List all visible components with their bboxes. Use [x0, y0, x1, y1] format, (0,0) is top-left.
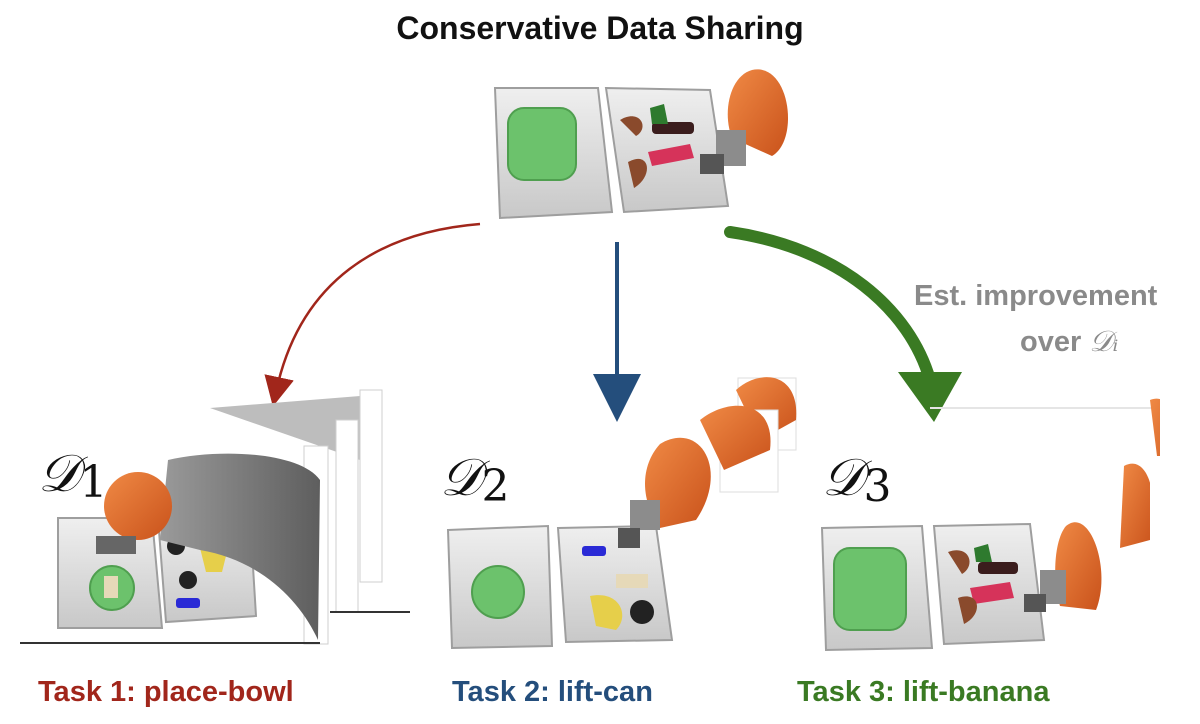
- improvement-note-prefix: over: [1020, 326, 1090, 358]
- dataset-2-index: 2: [481, 461, 510, 512]
- dataset-3-index: 3: [863, 461, 892, 512]
- arrow-to-task1: [264, 222, 481, 407]
- dataset-1-index: 1: [79, 457, 108, 508]
- green-plate: [507, 107, 577, 181]
- task-1-label: Task 1: place-bowl: [38, 676, 294, 708]
- dataset-1-label: 𝒟1: [38, 448, 108, 505]
- dataset-2-label: 𝒟2: [440, 452, 510, 509]
- task1-scene-image: [20, 389, 410, 645]
- shared-scene-image: [493, 69, 789, 220]
- task-2-label: Task 2: lift-can: [452, 676, 653, 708]
- improvement-note-line1: Est. improvement: [914, 280, 1158, 312]
- task2-scene-image: [446, 377, 797, 650]
- dataset-2-symbol: 𝒟: [440, 448, 482, 508]
- dataset-3-symbol: 𝒟: [822, 448, 864, 508]
- task3-scene-image: [820, 396, 1200, 652]
- improvement-note-line2: over 𝒟ᵢ: [1020, 324, 1118, 359]
- diagram-title: Conservative Data Sharing: [396, 10, 804, 46]
- dataset-i-symbol: 𝒟ᵢ: [1089, 324, 1119, 358]
- dataset-1-symbol: 𝒟: [38, 444, 80, 504]
- arrow-to-task3: [724, 226, 962, 422]
- task-3-label: Task 3: lift-banana: [797, 676, 1050, 708]
- dataset-3-label: 𝒟3: [822, 452, 892, 509]
